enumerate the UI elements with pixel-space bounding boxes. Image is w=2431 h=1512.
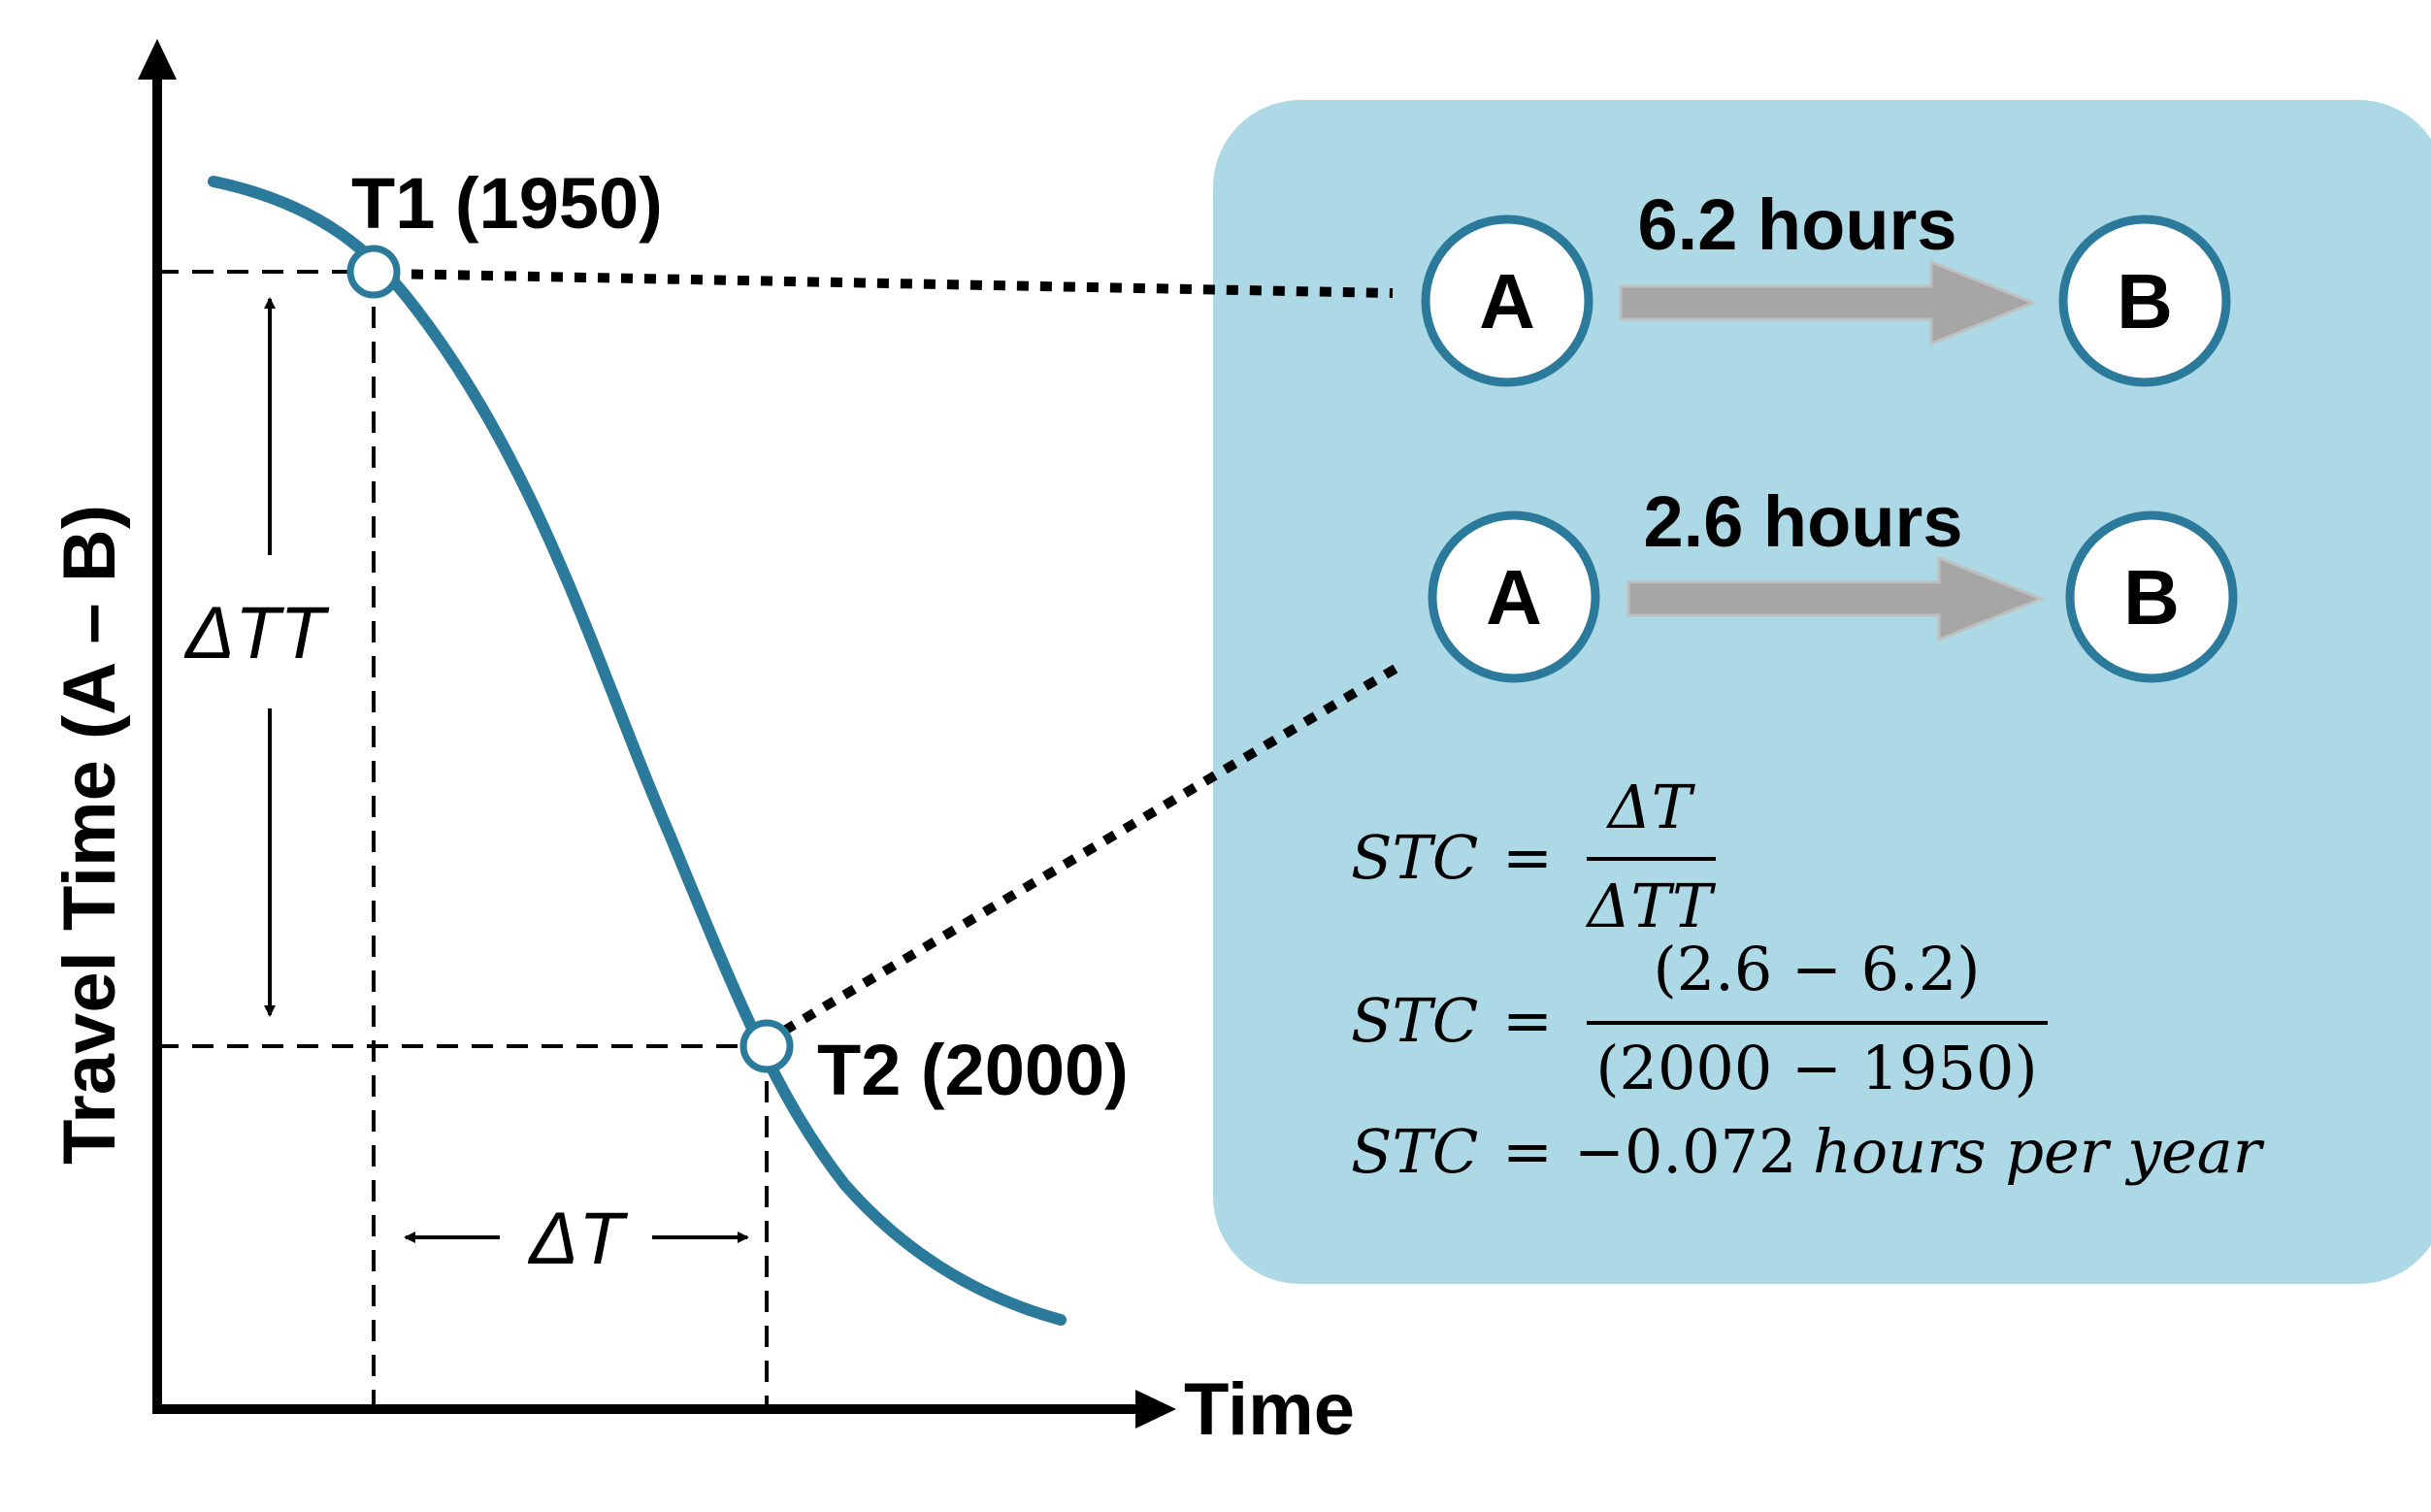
trip-2000: 2.6 hours A B — [1428, 481, 2238, 683]
t1-label: T1 (1950) — [351, 163, 663, 244]
eq2-numerator: (2.6 − 6.2) — [1654, 934, 1981, 1004]
eq3-equals: = — [1502, 1116, 1553, 1187]
eq3-value: −0.072 — [1574, 1116, 1796, 1187]
trip-1950-node-b — [2058, 214, 2231, 387]
trip-1950-arrow — [1619, 259, 2038, 346]
trip-2000-duration: 2.6 hours — [1644, 481, 1963, 562]
eq2-denominator: (2000 − 1950) — [1595, 1033, 2037, 1103]
y-axis-label: Travel Time (A – B) — [49, 505, 131, 1165]
stc-equations: STC = ΔT ΔTT STC = (2.6 − 6.2) (2000 − 1… — [1351, 772, 2265, 1187]
guide-lines — [157, 270, 769, 1409]
trip-2000-arrow — [1626, 555, 2046, 642]
travel-time-curve — [208, 176, 1067, 1326]
delta-t-label: ΔT — [527, 1198, 628, 1280]
eq1-denominator: ΔTT — [1586, 871, 1717, 941]
trip-2000-node-b — [2065, 510, 2238, 683]
x-axis-label: Time — [1184, 1368, 1355, 1451]
axes — [138, 39, 1176, 1429]
delta-tt-label: ΔTT — [183, 592, 329, 674]
trip-2000-node-a-label: A — [1486, 554, 1542, 641]
trip-1950-node-b-label: B — [2117, 258, 2173, 345]
t2-point — [739, 1019, 794, 1073]
t1-connector — [387, 269, 1394, 298]
eq2-lhs: STC — [1351, 985, 1478, 1056]
trip-1950-node-a-label: A — [1479, 258, 1535, 345]
eq2-equals: = — [1502, 985, 1553, 1056]
trip-2000-node-a — [1428, 510, 1600, 683]
trip-1950-duration: 6.2 hours — [1638, 184, 1957, 265]
eq1-equals: = — [1502, 822, 1553, 893]
eq3-lhs: STC — [1351, 1116, 1478, 1187]
delta-tt-indicator: ΔTT — [183, 297, 329, 1017]
eq3-unit: hours per year — [1813, 1116, 2265, 1187]
eq1-numerator: ΔT — [1606, 772, 1696, 842]
trip-1950-node-a — [1421, 214, 1593, 387]
t2-connector — [781, 658, 1408, 1035]
connector-lines — [387, 269, 1408, 1035]
eq1-lhs: STC — [1351, 822, 1478, 893]
trip-1950: 6.2 hours A B — [1421, 184, 2231, 387]
x-axis-arrowhead — [1135, 1390, 1176, 1429]
t2-label: T2 (2000) — [817, 1030, 1129, 1110]
trip-2000-node-b-label: B — [2123, 554, 2180, 641]
stc-panel — [1213, 100, 2431, 1284]
y-axis-arrowhead — [138, 39, 177, 80]
delta-t-indicator: ΔT — [404, 1198, 749, 1280]
t1-point — [346, 245, 401, 299]
